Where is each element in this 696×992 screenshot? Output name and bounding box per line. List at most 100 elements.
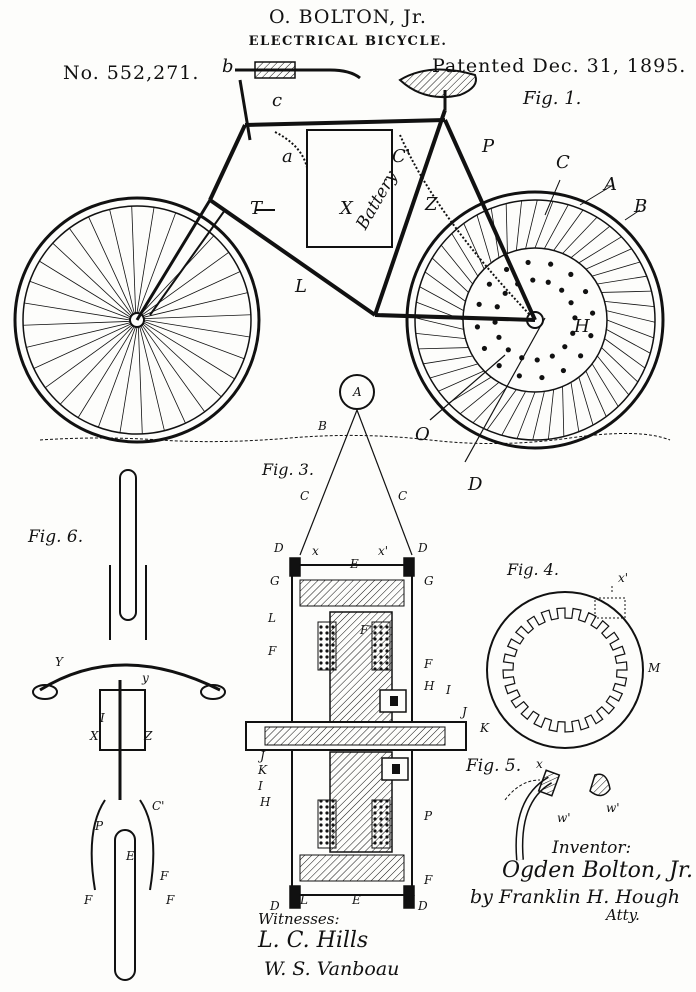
- fig6-ref-letter: I: [99, 711, 105, 725]
- spoke: [601, 347, 639, 383]
- spoke: [472, 386, 508, 424]
- spoke: [570, 382, 580, 432]
- fig3-ref-letter: H: [423, 679, 435, 693]
- spoke: [431, 257, 469, 293]
- spoke: [24, 302, 131, 321]
- fig6-ref-letter: Z: [143, 729, 153, 743]
- spoke: [592, 261, 641, 277]
- fig6-handlebar: [39, 663, 221, 692]
- spoke: [438, 370, 485, 392]
- hub-hole: [530, 277, 536, 283]
- fig6-ref-letter: F: [159, 869, 169, 883]
- fig6-label: Fig. 6.: [28, 527, 84, 547]
- spoke: [585, 248, 632, 270]
- fig3-ref-letter: x': [378, 544, 388, 558]
- fig3-ref-letter: E: [349, 557, 359, 571]
- fig3-ref-letter: D: [273, 541, 284, 555]
- fig3-ref-letter: x: [312, 544, 319, 558]
- hub-hole: [481, 345, 488, 352]
- fig1-ref-letter: A: [602, 174, 617, 195]
- hub-hole: [568, 300, 574, 306]
- fig6-top-view: [32, 469, 226, 981]
- spoke: [142, 323, 222, 398]
- bicycle-frame: [135, 90, 537, 322]
- spoke: [137, 326, 143, 434]
- spoke: [570, 225, 611, 258]
- fig3-ref-letter: K: [257, 763, 268, 777]
- fig3-ref-letter: H: [259, 795, 271, 809]
- fig5-label: Fig. 5.: [466, 756, 522, 776]
- fig3-ref-letter: C: [398, 489, 407, 503]
- fig3-ref-letter: F: [423, 873, 433, 887]
- fig6-ref-letter: F: [165, 893, 175, 907]
- witness-signature-2: W. S. Vanboau: [264, 958, 400, 980]
- spoke: [597, 355, 630, 396]
- spoke: [440, 244, 473, 285]
- fig1-ref-letter: C': [392, 146, 411, 167]
- spoke: [131, 206, 137, 314]
- spoke: [459, 382, 500, 415]
- spoke: [52, 242, 132, 317]
- spoke: [29, 280, 131, 320]
- hub-hole: [545, 279, 551, 285]
- fig1-ref-letter: c: [272, 90, 282, 111]
- hub-hole: [486, 281, 492, 287]
- spoke: [69, 228, 133, 316]
- fig3-hub-section: [245, 374, 467, 909]
- spoke: [516, 391, 536, 439]
- spoke: [26, 322, 131, 348]
- spoke: [414, 317, 464, 330]
- hub-hole: [496, 334, 502, 340]
- hub-hole: [588, 333, 594, 339]
- fig3-ref-letter: L: [267, 611, 276, 625]
- fig3-ref-letter: F': [359, 623, 372, 637]
- fig3-ref-letter: K: [479, 721, 490, 735]
- spoke: [419, 286, 464, 311]
- attorney-signature: by Franklin H. Hough: [470, 886, 681, 908]
- spoke: [591, 363, 619, 407]
- spoke: [142, 271, 241, 317]
- fig3-label: Fig. 3.: [262, 460, 314, 479]
- handle-switch: [254, 61, 296, 79]
- spoke: [476, 214, 492, 263]
- spoke: [451, 233, 479, 277]
- spoke: [578, 377, 594, 426]
- spoke: [109, 209, 135, 314]
- spoke: [119, 326, 138, 433]
- spoke: [139, 326, 165, 431]
- fig4-ref-letter: x': [618, 571, 628, 585]
- spoke: [562, 216, 598, 254]
- patent-date: Patented Dec. 31, 1895.: [432, 55, 687, 77]
- witness-signature-1: L. C. Hills: [258, 928, 369, 953]
- spoke: [562, 386, 565, 437]
- spoke: [525, 199, 538, 249]
- hub-hole: [492, 319, 498, 325]
- fig1-ref-letter: a: [282, 146, 293, 167]
- fig6-ref-letter: y: [141, 671, 149, 685]
- spoke: [33, 323, 132, 369]
- spoke: [606, 319, 654, 339]
- spoke: [23, 320, 131, 326]
- spoke: [534, 201, 554, 249]
- hub-hole: [559, 287, 565, 293]
- spoke: [606, 329, 651, 354]
- fig3-ref-letter: C: [300, 489, 309, 503]
- hub-hole: [562, 344, 568, 350]
- spoke: [137, 212, 177, 314]
- witnesses-label: Witnesses:: [258, 910, 340, 928]
- inventor-label: Inventor:: [552, 838, 632, 858]
- spoke: [423, 355, 473, 365]
- fig3-ref-letter: G: [424, 574, 434, 588]
- fig3-ref-letter: F: [267, 644, 277, 658]
- fig6-ref-letter: Y: [55, 655, 64, 669]
- hub-hole: [589, 310, 596, 316]
- fig3-ball: [339, 374, 375, 410]
- fig1-ref-letter: L: [294, 276, 307, 297]
- fig3-ref-letter: B: [317, 419, 327, 433]
- spoke: [429, 363, 478, 379]
- hub-hole: [582, 288, 589, 295]
- spoke: [597, 275, 647, 285]
- fig1-ref-letter: Z: [424, 194, 438, 215]
- spoke: [463, 223, 485, 270]
- spoke: [415, 332, 466, 340]
